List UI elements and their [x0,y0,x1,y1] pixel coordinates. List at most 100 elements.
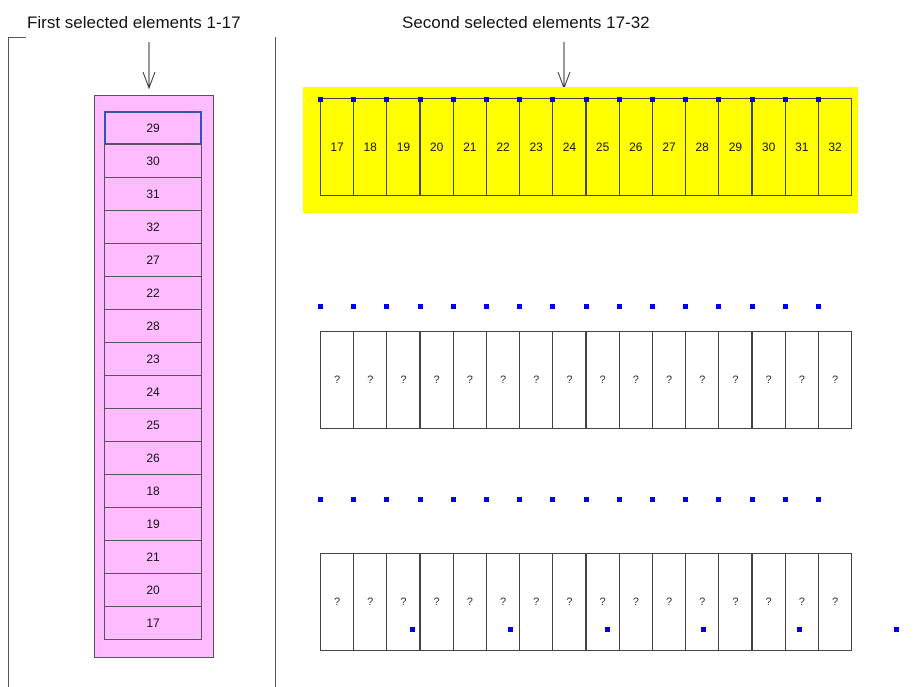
left-cell: 26 [104,441,202,475]
top-row-marker [782,97,788,102]
left-cell: 32 [104,210,202,244]
top-row-cell: 26 [618,98,653,196]
top-row-marker [550,97,556,102]
middle-row-marker [683,304,689,309]
middle-row-cell: ? [751,331,786,429]
top-row-marker [583,97,589,102]
left-frame-top-line [8,37,26,38]
middle-row-cell: ? [718,331,753,429]
middle-row-cell: ? [818,331,852,429]
bottom-row-marker [484,497,489,502]
bottom-row-cell: ? [386,553,421,651]
bottom-row-cell: ? [685,553,720,651]
top-row-marker [816,97,821,102]
left-frame-line [8,37,9,687]
left-cell: 20 [104,573,202,607]
top-row-marker [716,97,722,102]
top-row-cell: 27 [652,98,686,196]
top-row-marker [683,97,689,102]
top-row-marker [318,97,323,102]
bottom-row-cell: ? [718,553,753,651]
bottom-row-marker [650,497,655,502]
left-cell: 28 [104,309,202,343]
bottom-row-marker [816,497,821,502]
middle-row-marker [550,304,556,309]
middle-row-marker [782,304,788,309]
bottom-row-cell: ? [353,553,388,651]
bottom-row-marker [583,497,589,502]
top-row-marker [384,97,390,102]
bottom-row-marker [384,497,390,502]
top-row-cell: 29 [718,98,753,196]
left-cell: 24 [104,375,202,409]
top-row-cell: 31 [784,98,819,196]
bottom-row-cell: ? [486,553,520,651]
top-row-cell: 20 [419,98,454,196]
bottom-row-cell: ? [552,553,587,651]
top-row-marker [749,97,755,102]
middle-row-marker [384,304,390,309]
left-cell: 19 [104,507,202,541]
left-cell: 30 [104,144,202,178]
left-title: First selected elements 1-17 [27,13,241,32]
bottom-row-cell: ? [452,553,487,651]
middle-row-cell: ? [353,331,388,429]
lower-marker [797,627,802,632]
left-cell: 31 [104,177,202,211]
middle-row-cell: ? [519,331,554,429]
bottom-row-cell: ? [784,553,819,651]
middle-row-cell: ? [486,331,520,429]
middle-row-marker [616,304,622,309]
bottom-row-marker [318,497,323,502]
top-row-marker [417,97,423,102]
middle-row-cell: ? [618,331,653,429]
left-cell: 29 [104,111,202,145]
left-cell: 22 [104,276,202,310]
top-row-cell: 24 [552,98,587,196]
bottom-row-cell: ? [652,553,686,651]
middle-row-marker [517,304,523,309]
middle-row-marker [318,304,323,309]
bottom-row-cell: ? [519,553,554,651]
bottom-row-marker [550,497,556,502]
left-cell: 23 [104,342,202,376]
middle-row-marker [417,304,423,309]
top-row-marker [517,97,523,102]
top-row-cell: 19 [386,98,421,196]
middle-row-cell: ? [784,331,819,429]
bottom-row-marker [749,497,755,502]
right-title: Second selected elements 17-32 [402,13,650,32]
top-row-marker [650,97,655,102]
lower-marker [605,627,610,632]
top-row-cell: 25 [585,98,620,196]
top-row-marker [450,97,456,102]
top-row-cell: 23 [519,98,554,196]
left-cell: 21 [104,540,202,574]
left-arrow-head [142,71,156,90]
bottom-row-marker [616,497,622,502]
bottom-row-cell: ? [585,553,620,651]
top-row-cell: 17 [320,98,354,196]
top-row-cell: 22 [486,98,520,196]
middle-row-marker [450,304,456,309]
top-row-cell: 28 [685,98,720,196]
left-cell: 18 [104,474,202,508]
left-cell: 25 [104,408,202,442]
middle-row-marker [583,304,589,309]
middle-row-marker [716,304,722,309]
lower-marker [894,627,899,632]
bottom-row-cell: ? [618,553,653,651]
divider-line [275,37,276,687]
top-row-cell: 18 [353,98,388,196]
left-cell: 27 [104,243,202,277]
middle-row-cell: ? [552,331,587,429]
middle-row-cell: ? [685,331,720,429]
middle-row-cell: ? [320,331,354,429]
bottom-row-marker [782,497,788,502]
top-row-cell: 32 [818,98,852,196]
middle-row-marker [484,304,489,309]
middle-row-cell: ? [652,331,686,429]
top-row-marker [484,97,489,102]
top-row-marker [616,97,622,102]
top-row-cell: 30 [751,98,786,196]
